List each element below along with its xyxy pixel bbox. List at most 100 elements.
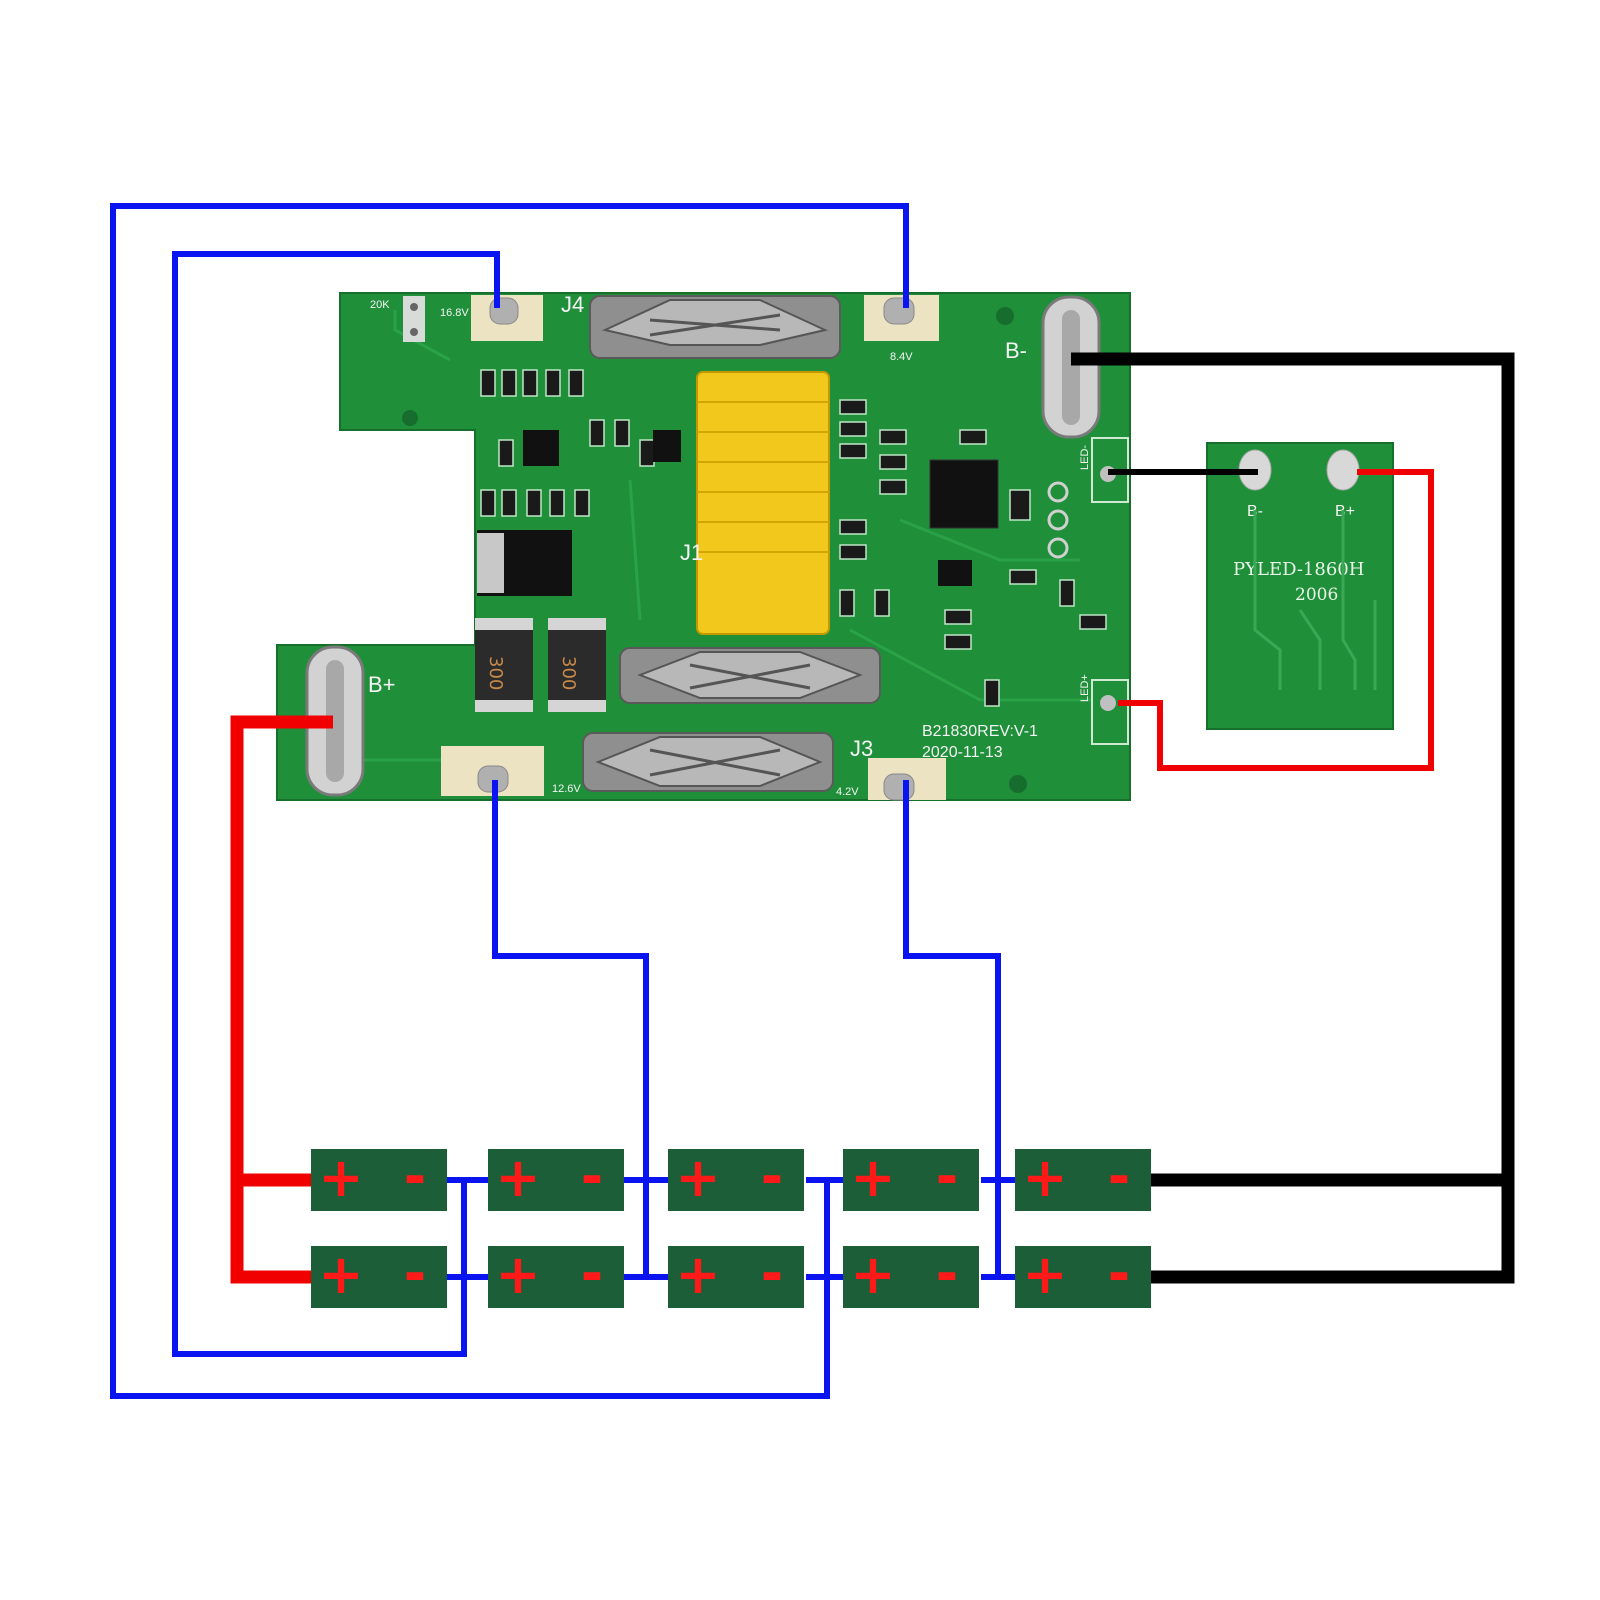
led-plus-pad: [1091, 679, 1129, 745]
wire-blue-12v6: [492, 780, 649, 1277]
battery-cell-body: [1015, 1149, 1151, 1211]
battery-cell-body: [311, 1149, 447, 1211]
pad-4v2-label: 4.2V: [836, 786, 859, 798]
battery-cell: +-: [1015, 1145, 1151, 1211]
ic-chip: [653, 430, 681, 462]
battery-cell-plus-sign: +: [850, 1146, 895, 1209]
test-point: [1047, 537, 1069, 559]
connector-j4: [589, 295, 841, 359]
battery-cell: +-: [311, 1145, 447, 1211]
battery-cell-body: [668, 1246, 804, 1308]
wire-red-bplus: [230, 715, 333, 1284]
battery-cell-minus-sign: -: [761, 1242, 783, 1305]
pad-16v8-label: 16.8V: [440, 307, 469, 319]
led-board-code-label: 2006: [1295, 585, 1338, 605]
battery-cell-plus-sign: +: [675, 1243, 720, 1306]
battery-cell: +-: [488, 1145, 624, 1211]
pad-8v4-label: 8.4V: [890, 351, 913, 363]
pcb-traces: [310, 310, 1100, 762]
b-minus-label: B-: [1005, 338, 1027, 363]
battery-cell-body: [488, 1246, 624, 1308]
test-point: [1047, 509, 1069, 531]
negative-wires: [1071, 352, 1515, 1284]
resistor-20k-pad: [410, 303, 418, 311]
battery-cell-minus-sign: -: [1108, 1242, 1130, 1305]
battery-cell-plus-sign: +: [850, 1243, 895, 1306]
connector-j10: [619, 647, 881, 704]
wire-black-bminus: [1071, 352, 1515, 1284]
mosfet-tab: [477, 533, 504, 593]
smd-components: [480, 369, 1107, 707]
wire-blue-4v2: [903, 780, 1001, 1277]
battery-cell-body: [1015, 1246, 1151, 1308]
led-plus-pad-hole: [1100, 695, 1116, 711]
led-board: B- B+ PYLED-1860H 2006: [1206, 442, 1394, 730]
battery-cell-body: [488, 1149, 624, 1211]
connector-j1-label: J1: [680, 540, 703, 565]
led-board-model-label: PYLED-1860H: [1233, 559, 1364, 580]
resistor-20k-pad: [410, 328, 418, 336]
battery-cell-plus-sign: +: [1022, 1146, 1067, 1209]
wire-blue-8v4: [110, 203, 909, 1399]
mounting-hole: [1009, 775, 1027, 793]
ic-chip: [523, 430, 559, 466]
battery-cell-body: [668, 1149, 804, 1211]
balance-wires: [110, 203, 1020, 1399]
battery-cell-plus-sign: +: [495, 1146, 540, 1209]
battery-cell-plus-sign: +: [495, 1243, 540, 1306]
connector-j1: [696, 371, 830, 635]
fuse-300-b-cap: [548, 618, 606, 630]
mounting-hole: [996, 307, 1014, 325]
led-board-b-plus-label: B+: [1335, 503, 1355, 520]
connector-j3: [582, 732, 834, 792]
battery-cell-plus-sign: +: [318, 1243, 363, 1306]
battery-cell-body: [843, 1246, 979, 1308]
battery-cell: +-: [843, 1145, 979, 1211]
led-board-outline: [1206, 442, 1394, 730]
battery-cell: +-: [311, 1242, 447, 1308]
board-date-label: 2020-11-13: [922, 744, 1003, 761]
fuse-300-b-cap: [548, 700, 606, 712]
battery-cell-plus-sign: +: [318, 1146, 363, 1209]
fuse-300-a-cap: [475, 700, 533, 712]
battery-cell-body: [843, 1149, 979, 1211]
b-plus-terminal-slot: [326, 660, 344, 782]
battery-cell-plus-sign: +: [1022, 1243, 1067, 1306]
battery-cells: +-+-+-+-+-+-+-+-+-+-: [311, 1145, 1151, 1308]
led-minus-label: LED-: [1079, 445, 1091, 470]
battery-cell-body: [311, 1246, 447, 1308]
led-board-traces: [1253, 510, 1377, 690]
b-minus-terminal-slot: [1062, 310, 1080, 425]
fuse-300-a-cap: [475, 618, 533, 630]
battery-cell-minus-sign: -: [1108, 1145, 1130, 1208]
ic-chip: [938, 560, 972, 586]
pad-8v4-hole: [883, 297, 915, 325]
positive-wires: [230, 469, 1434, 1284]
test-point: [1047, 481, 1069, 503]
battery-cell-minus-sign: -: [761, 1145, 783, 1208]
resistor-20k-label: 20K: [370, 299, 390, 311]
battery-cell-minus-sign: -: [936, 1242, 958, 1305]
b-plus-label: B+: [368, 672, 396, 697]
board-model-label: B21830REV:V-1: [922, 723, 1038, 740]
mounting-hole: [402, 410, 418, 426]
battery-cell: +-: [843, 1242, 979, 1308]
ic-chip: [929, 459, 999, 529]
wire-red-led-plus: [1118, 469, 1434, 771]
fuse-300-b-label: 300: [558, 656, 579, 690]
battery-cell-minus-sign: -: [581, 1145, 603, 1208]
connector-j4-label: J4: [561, 292, 584, 317]
battery-cell: +-: [668, 1145, 804, 1211]
pad-4v2-hole: [883, 773, 915, 801]
led-plus-label: LED+: [1079, 674, 1091, 702]
resistor-20k-body: [403, 296, 425, 342]
pad-12v6-label: 12.6V: [552, 783, 581, 795]
battery-cell-minus-sign: -: [404, 1242, 426, 1305]
fuse-300-b-body: [548, 625, 606, 705]
battery-cell: +-: [1015, 1242, 1151, 1308]
battery-cell-minus-sign: -: [581, 1242, 603, 1305]
fuse-300-a-body: [475, 625, 533, 705]
battery-cell-minus-sign: -: [936, 1145, 958, 1208]
led-board-b-plus-pad: [1326, 449, 1360, 491]
